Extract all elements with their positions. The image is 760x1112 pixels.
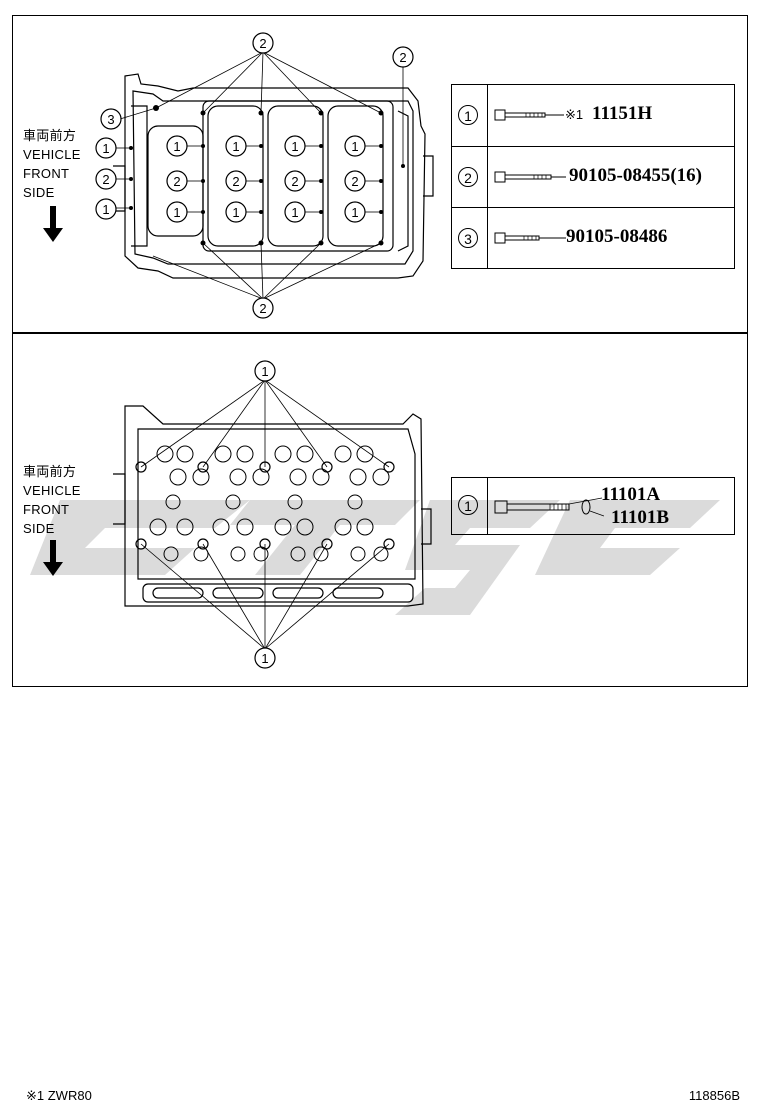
callout-2-bottom: 2 [259, 301, 266, 316]
vehicle-front-line3: SIDE [23, 185, 55, 200]
figure-id: 118856B [688, 1088, 740, 1103]
legend-row-1: 1 ※1 11151H [452, 85, 734, 146]
vehicle-front-ja: 車両前方 [23, 464, 77, 479]
legend-row-3: 3 90105-08486 [452, 207, 734, 269]
legend-index-cell: 1 [452, 478, 488, 534]
callout-2-top: 2 [259, 36, 266, 51]
callout-2-right: 2 [399, 50, 406, 65]
vehicle-front-line3: SIDE [23, 521, 55, 536]
callout-1-bottom: 1 [261, 651, 268, 666]
callout-1-left-a: 1 [102, 141, 109, 156]
legend-row-1: 1 11101A 11101B [452, 478, 734, 534]
legend-index-2: 2 [458, 167, 478, 187]
callout-2-left: 2 [102, 172, 109, 187]
legend-index-cell: 1 [452, 85, 488, 146]
down-arrow-icon [43, 540, 63, 576]
vehicle-front-label: 車両前方 VEHICLE FRONT SIDE [23, 126, 81, 202]
legend-index-cell: 2 [452, 147, 488, 208]
vehicle-front-label: 車両前方 VEHICLE FRONT SIDE [23, 462, 81, 538]
callout-1: 1 [232, 205, 239, 220]
callout-2: 2 [291, 174, 298, 189]
bolt-icon [494, 171, 566, 183]
part-number-90105-08455: 90105-08455(16) [569, 165, 702, 186]
down-arrow-icon [43, 206, 63, 242]
callout-1: 1 [291, 139, 298, 154]
vehicle-front-line1: VEHICLE [23, 147, 81, 162]
callout-1: 1 [291, 205, 298, 220]
legend-index-cell: 3 [452, 208, 488, 269]
bolt-icon [494, 232, 566, 244]
legend-index-3: 3 [458, 228, 478, 248]
part-number-11101A: 11101A [601, 484, 661, 505]
legend-row-2: 2 90105-08455(16) [452, 146, 734, 208]
top-panel: 車両前方 VEHICLE FRONT SIDE [12, 15, 748, 333]
cylinder-head-top-diagram: 2 2 2 3 1 2 1 1 1 1 1 2 2 2 2 1 1 1 1 [95, 32, 434, 319]
callout-1: 1 [351, 139, 358, 154]
vehicle-front-ja: 車両前方 [23, 128, 77, 143]
callout-1-left-b: 1 [102, 202, 109, 217]
callout-3: 3 [107, 112, 114, 127]
vehicle-front-line2: FRONT [23, 502, 70, 517]
head-bolt-with-washer-icon [494, 497, 604, 517]
callout-1: 1 [232, 139, 239, 154]
callout-1: 1 [173, 205, 180, 220]
part-number-11101B: 11101B [611, 507, 670, 528]
callout-2: 2 [173, 174, 180, 189]
vehicle-front-line1: VEHICLE [23, 483, 81, 498]
cylinder-head-bottom-diagram: 1 1 [113, 360, 432, 669]
legend-index-1: 1 [458, 105, 478, 125]
bottom-panel: 車両前方 VEHICLE FRONT SIDE [12, 333, 748, 687]
part-number-11151H: 11151H [592, 103, 653, 124]
top-parts-legend: 1 ※1 11151H 2 90105-08455(16) 3 90105-08… [451, 84, 735, 269]
footnote: ※1 ZWR80 [26, 1088, 92, 1103]
bolt-icon [494, 109, 564, 121]
bottom-parts-legend: 1 11101A 11101B [451, 477, 735, 535]
callout-2: 2 [351, 174, 358, 189]
vehicle-front-line2: FRONT [23, 166, 70, 181]
callout-1: 1 [173, 139, 180, 154]
callout-2: 2 [232, 174, 239, 189]
callout-1-top: 1 [261, 364, 268, 379]
part-number-90105-08486: 90105-08486 [566, 226, 668, 247]
legend-index-1: 1 [458, 495, 478, 515]
legend-note: ※1 [565, 107, 584, 122]
callout-1: 1 [351, 205, 358, 220]
